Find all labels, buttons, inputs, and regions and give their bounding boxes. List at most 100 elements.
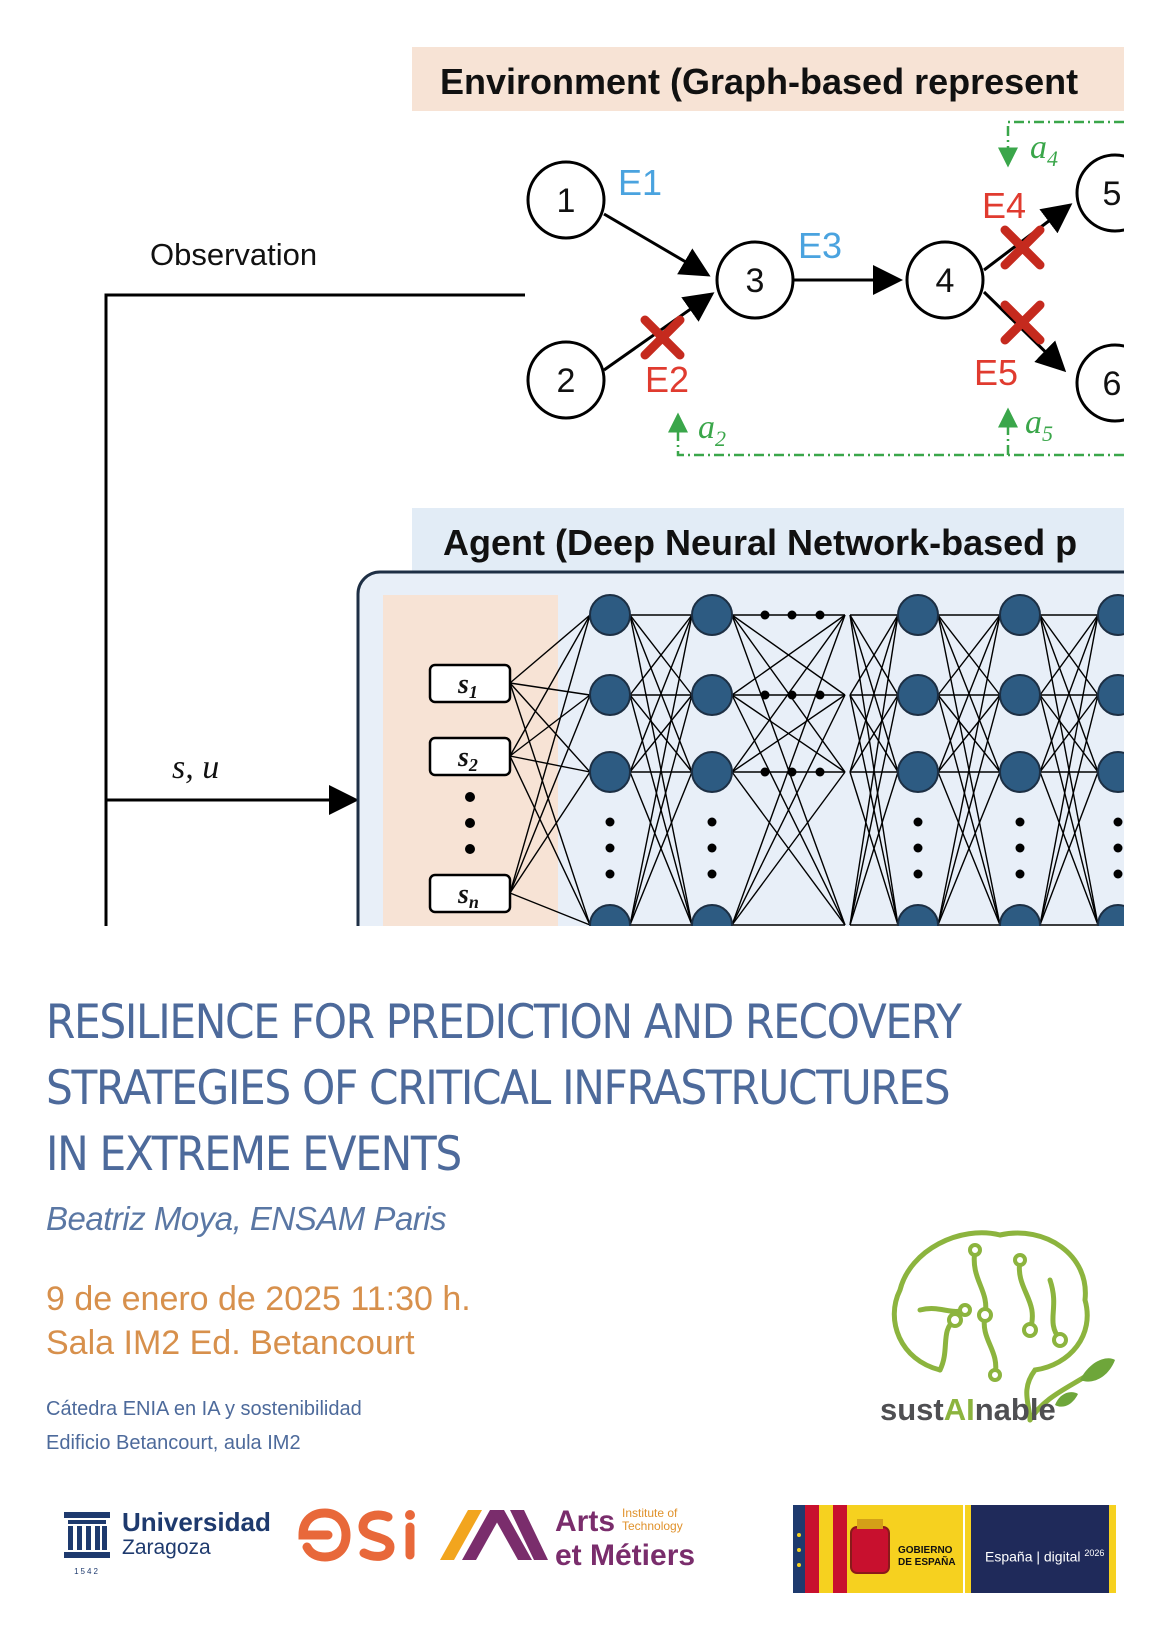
input-sn: sn: [428, 873, 512, 914]
universidad-zaragoza-wordmark: Universidad Zaragoza: [122, 1507, 271, 1559]
svg-text:1542: 1542: [74, 1567, 100, 1576]
nn-connection: [1039, 694, 1099, 773]
nn-connection: [849, 614, 899, 773]
event-datetime-location: 9 de enero de 2025 11:30 h. Sala IM2 Ed.…: [46, 1277, 471, 1365]
nn-connection: [509, 614, 591, 684]
action-path-a4: [998, 120, 1124, 168]
input-s1: s1: [428, 663, 512, 704]
event-location: Sala IM2 Ed. Betancourt: [46, 1324, 415, 1362]
input-ellipsis: [465, 792, 475, 854]
failure-cross-e2: [640, 315, 685, 360]
failure-cross-e5: [1000, 300, 1045, 345]
nn-connection: [509, 755, 591, 773]
nn-neuron: [999, 594, 1041, 636]
nn-neuron: [691, 674, 733, 716]
nn-ellipsis-dot: [707, 869, 717, 879]
nn-connection: [509, 614, 591, 894]
edge-e1: [603, 212, 711, 277]
nn-ellipsis-dot: [815, 610, 825, 620]
svg-text:sn: sn: [457, 879, 479, 912]
nn-neuron: [897, 904, 939, 930]
edge-label-e3: E3: [798, 225, 842, 266]
info-line-1: Cátedra ENIA en IA y sostenibilidad: [46, 1398, 362, 1420]
nn-ellipsis-dot: [605, 817, 615, 827]
edge-e5: [982, 290, 1067, 373]
title-line-1: RESILIENCE FOR PREDICTION AND RECOVERY: [46, 995, 962, 1050]
nn-ellipsis-dot: [1113, 843, 1123, 853]
input-s2: s2: [428, 736, 512, 777]
nn-connection: [509, 614, 591, 757]
nn-connection: [849, 694, 899, 926]
nn-connection: [937, 694, 1001, 926]
action-label-a4: a4: [1030, 129, 1058, 171]
nn-connection: [1039, 771, 1099, 926]
nn-neuron: [999, 674, 1041, 716]
nn-neuron: [691, 751, 733, 793]
svg-text:4: 4: [936, 262, 955, 300]
nn-ellipsis-dot: [913, 869, 923, 879]
agent-header: Agent (Deep Neural Network-based p: [443, 522, 1077, 563]
figure-white-mask: [0, 926, 1173, 930]
action-path-bottom: [668, 412, 1124, 457]
universidad-zaragoza-crest: 1542: [64, 1512, 110, 1576]
nn-neuron: [999, 904, 1041, 930]
nn-ellipsis-dot: [787, 690, 797, 700]
nn-ellipsis-dot: [605, 843, 615, 853]
svg-text:3: 3: [746, 262, 765, 300]
nn-ellipsis-dot: [1113, 817, 1123, 827]
svg-text:1: 1: [557, 182, 576, 220]
obs-line: [104, 293, 525, 930]
nn-ellipsis-dot: [1015, 843, 1025, 853]
nn-ellipsis-dot: [787, 610, 797, 620]
nn-ellipsis-dot: [787, 767, 797, 777]
nn-neuron: [691, 594, 733, 636]
action-label-a5: a5: [1025, 404, 1053, 446]
nn-neurons: [589, 594, 1124, 930]
nn-connection: [509, 682, 591, 926]
nn-neuron: [1097, 674, 1124, 716]
graph-node-4: 4: [905, 240, 985, 320]
nn-ellipsis-dot: [1015, 817, 1025, 827]
nn-neuron: [1097, 594, 1124, 636]
nn-connection: [731, 694, 846, 773]
event-date: 9 de enero de 2025 11:30 h.: [46, 1280, 471, 1318]
nn-neuron: [589, 674, 631, 716]
agent-header-band: [412, 508, 1124, 572]
nn-neuron: [897, 751, 939, 793]
espana-digital-wordmark: España | digital 2026: [985, 1548, 1105, 1565]
nn-connection: [731, 694, 846, 926]
nn-connection: [849, 614, 899, 696]
nn-neuron: [589, 594, 631, 636]
nn-ellipsis-dot: [760, 610, 770, 620]
nn-connection: [629, 771, 693, 926]
nn-connection: [937, 771, 1001, 926]
nn-connection: [731, 771, 846, 926]
env-header-band: [412, 47, 1124, 111]
event-title: RESILIENCE FOR PREDICTION AND RECOVERY S…: [46, 990, 1036, 1188]
action-label-a2: a2: [698, 409, 726, 451]
graph-node-1: 1: [526, 160, 606, 240]
nn-neuron: [1097, 904, 1124, 930]
nn-neuron: [1097, 751, 1124, 793]
nn-ellipsis: [605, 610, 1123, 879]
nn-connection: [1039, 614, 1099, 696]
nn-ellipsis-dot: [815, 690, 825, 700]
nn-connection: [849, 771, 899, 926]
nn-connections: [509, 614, 1099, 926]
gobierno-espana-logo: [793, 1505, 1116, 1593]
nn-connection: [849, 694, 899, 773]
graph-node-2: 2: [526, 340, 606, 420]
nn-neuron: [897, 674, 939, 716]
title-line-2: STRATEGIES OF CRITICAL INFRASTRUCTURES: [46, 1061, 951, 1116]
nn-ellipsis-dot: [760, 767, 770, 777]
arts-et-metiers-logo: [440, 1510, 548, 1560]
svg-text:6: 6: [1103, 365, 1122, 403]
nn-neuron: [691, 904, 733, 930]
title-line-3: IN EXTREME EVENTS: [46, 1127, 462, 1182]
nn-neuron: [589, 904, 631, 930]
svg-text:2: 2: [557, 362, 576, 400]
graph-node-3: 3: [715, 240, 795, 320]
nn-connection: [1039, 614, 1099, 926]
nn-connection: [509, 694, 591, 894]
nn-connection: [629, 614, 693, 773]
